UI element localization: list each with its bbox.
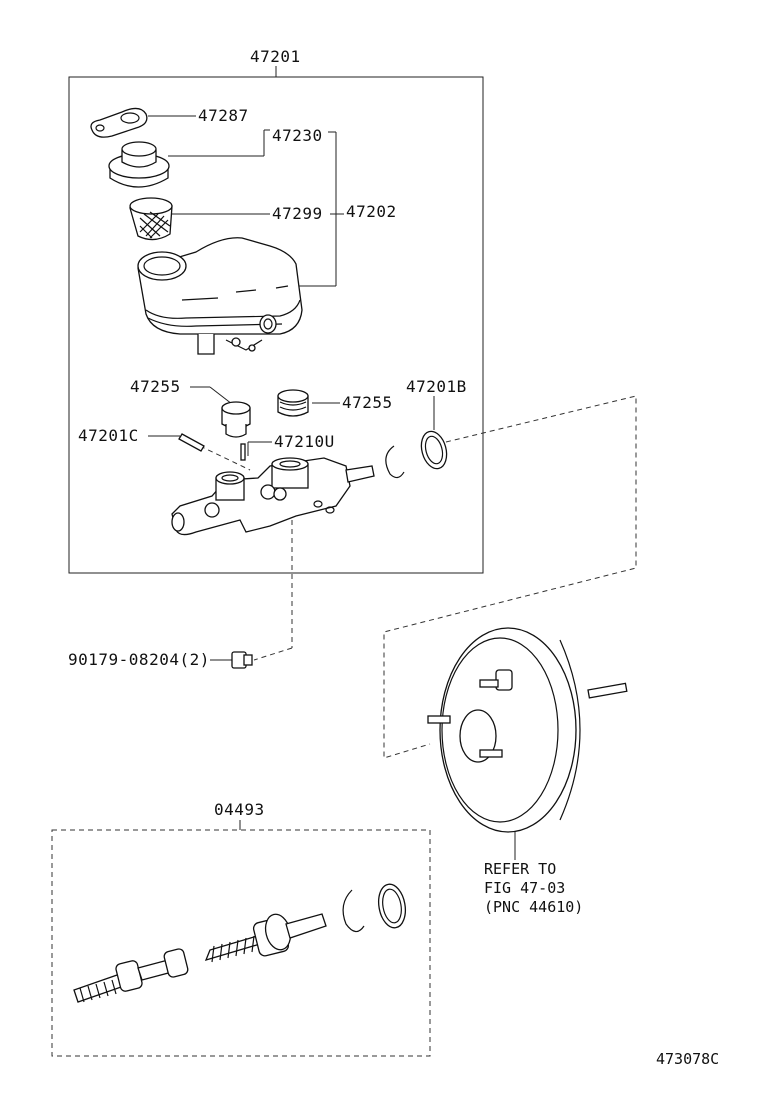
oring-47201B-part <box>420 430 448 470</box>
refer-note-line-1: REFER TO <box>484 860 557 878</box>
callout-47299[interactable]: 47299 <box>272 204 323 223</box>
refer-note-line-2: FIG 47-03 <box>484 879 566 897</box>
callout-47255-right[interactable]: 47255 <box>342 393 393 412</box>
pin-straight-part <box>240 443 246 461</box>
grommet-left-part <box>221 401 251 438</box>
assembly-box-04493 <box>51 829 431 1057</box>
callout-47210U[interactable]: 47210U <box>274 432 335 451</box>
callout-47255-left[interactable]: 47255 <box>130 377 181 396</box>
master-cylinder-part <box>171 457 375 536</box>
grommet-right-part <box>277 389 309 417</box>
seal-ring-part <box>385 445 405 479</box>
callout-47287[interactable]: 47287 <box>198 106 249 125</box>
pin-reservoir-part <box>178 433 205 452</box>
strainer-reservoir-part <box>129 197 173 241</box>
dashed-connectors <box>199 395 637 759</box>
callout-90179-08204[interactable]: 90179-08204(2) <box>68 650 210 669</box>
leader-lines <box>148 115 516 860</box>
callout-47201[interactable]: 47201 <box>250 47 301 66</box>
nut-bolt-part <box>231 651 253 669</box>
refer-note-line-3: (PNC 44610) <box>484 898 584 916</box>
callout-04493[interactable]: 04493 <box>214 800 265 819</box>
reservoir-part <box>137 237 303 355</box>
gasket-reservoir-part <box>90 107 148 138</box>
callout-47202[interactable]: 47202 <box>346 202 397 221</box>
kit-piston-left-part <box>73 948 189 1003</box>
kit-piston-right-part <box>204 913 327 963</box>
kit-seal-part <box>342 889 365 933</box>
brake-booster-part <box>427 627 628 833</box>
figure-id: 473078C <box>656 1050 720 1068</box>
callout-47230[interactable]: 47230 <box>272 126 323 145</box>
cap-reservoir-part <box>108 141 170 188</box>
callout-47201B[interactable]: 47201B <box>406 377 467 396</box>
callout-47201C[interactable]: 47201C <box>78 426 139 445</box>
kit-oring-part <box>377 883 407 929</box>
